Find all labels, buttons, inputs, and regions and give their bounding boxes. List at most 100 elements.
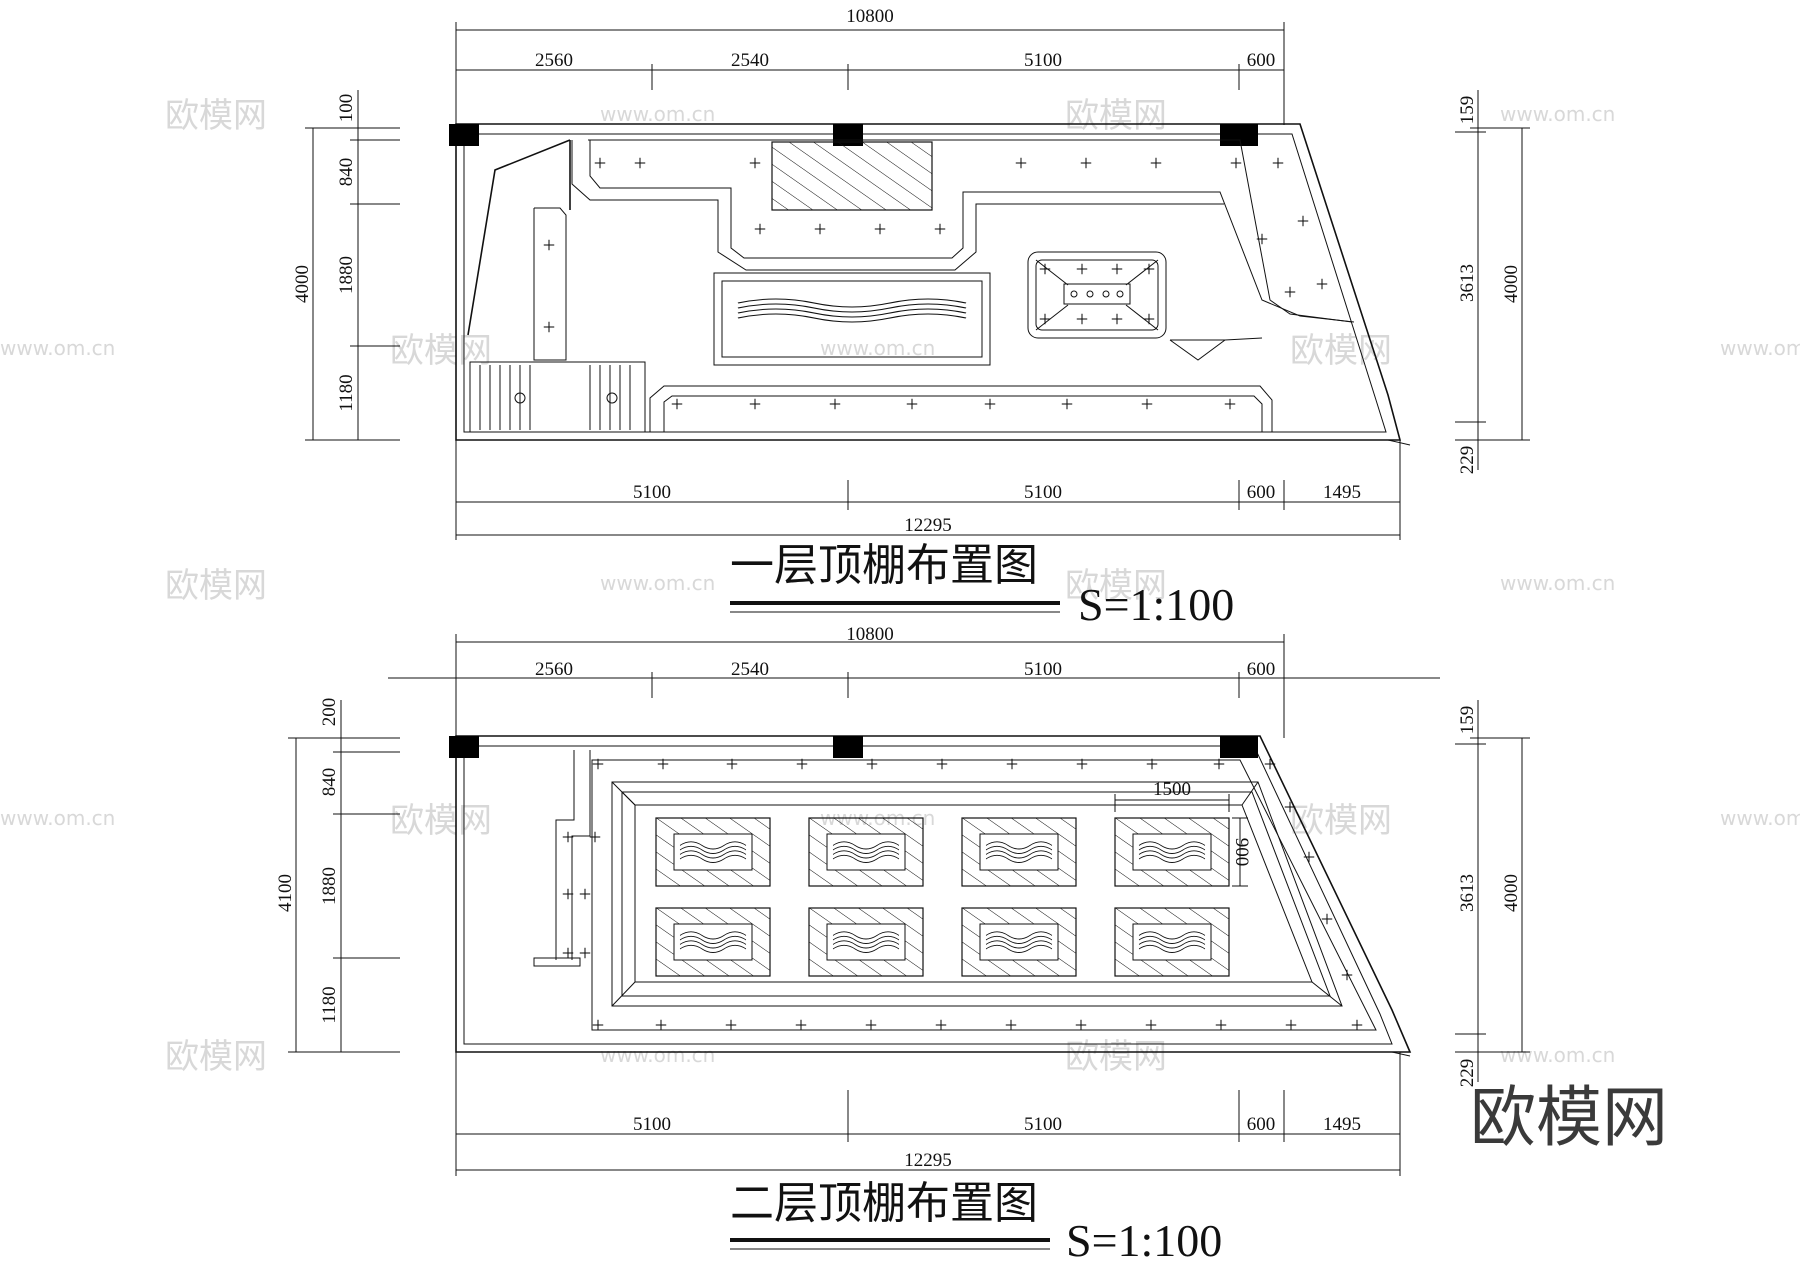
dim-top-seg: 600 bbox=[1247, 50, 1276, 71]
structural-column bbox=[1220, 736, 1258, 758]
watermark-url: www.om.cn bbox=[1720, 806, 1800, 830]
watermark-url: www.om.cn bbox=[1500, 571, 1615, 595]
dim-right-seg: 3613 bbox=[1457, 874, 1478, 912]
dim-top-seg: 2540 bbox=[731, 659, 769, 680]
floor1-plan: 10800 2560 2540 5100 600 4000 100 840 18… bbox=[292, 6, 1530, 630]
dim-bottom-seg: 600 bbox=[1247, 1114, 1276, 1135]
dim-top-total: 10800 bbox=[846, 624, 894, 645]
structural-column bbox=[833, 736, 863, 758]
floor1-bottom-dimensions: 5100 5100 600 1495 12295 bbox=[455, 440, 1401, 540]
dim-panel-width: 1500 bbox=[1153, 779, 1191, 800]
dim-left-seg: 840 bbox=[319, 768, 340, 797]
dim-right-seg: 229 bbox=[1457, 446, 1478, 475]
watermark-brand: 欧模网 bbox=[390, 331, 492, 371]
dim-bottom-seg: 5100 bbox=[1024, 482, 1062, 503]
ceiling-panel bbox=[655, 817, 771, 887]
watermark-url: www.om.cn bbox=[0, 336, 115, 360]
watermark-brand: 欧模网 bbox=[1065, 566, 1167, 606]
dim-top-total: 10800 bbox=[846, 6, 894, 27]
floor2-right-dimensions: 159 3613 229 4000 bbox=[1455, 700, 1530, 1087]
dim-top-seg: 600 bbox=[1247, 659, 1276, 680]
floor2-left-partition bbox=[533, 750, 591, 967]
dim-bottom-seg: 5100 bbox=[633, 482, 671, 503]
watermark-brand: 欧模网 bbox=[1065, 1037, 1167, 1077]
dim-left-seg: 100 bbox=[336, 94, 357, 123]
dim-top-seg: 2560 bbox=[535, 50, 573, 71]
dim-panel-height: 900 bbox=[1231, 838, 1252, 867]
dim-left-seg: 200 bbox=[319, 698, 340, 727]
floor2-downlights bbox=[562, 758, 1363, 1031]
watermark-brand: 欧模网 bbox=[1290, 801, 1392, 841]
floor1-top-dimensions: 10800 2560 2540 5100 600 bbox=[455, 6, 1285, 125]
dim-top-seg: 5100 bbox=[1024, 50, 1062, 71]
watermark-url: www.om.cn bbox=[0, 806, 115, 830]
dim-right-seg: 159 bbox=[1457, 96, 1478, 125]
floor2-left-dimensions: 4100 200 840 1880 1180 bbox=[275, 698, 400, 1053]
structural-column bbox=[1220, 124, 1258, 146]
dim-left-seg: 1180 bbox=[336, 374, 357, 411]
dim-right-seg: 3613 bbox=[1457, 264, 1478, 302]
floor2-bottom-dimensions: 5100 5100 600 1495 12295 bbox=[455, 1052, 1401, 1176]
floor1-downlights bbox=[543, 157, 1328, 410]
watermark-url: www.om.cn bbox=[600, 571, 715, 595]
floor1-title-block: 一层顶棚布置图 S=1:100 bbox=[730, 540, 1234, 630]
ceiling-panel bbox=[961, 907, 1077, 977]
dim-right-seg: 229 bbox=[1457, 1059, 1478, 1088]
dim-top-seg: 2560 bbox=[535, 659, 573, 680]
dim-bottom-seg: 5100 bbox=[1024, 1114, 1062, 1135]
floor1-left-dimensions: 4000 100 840 1880 1180 bbox=[292, 90, 400, 441]
watermark-corner-logo: 欧模网 bbox=[1470, 1079, 1668, 1156]
floor1-level-marker bbox=[1169, 339, 1227, 361]
dim-bottom-seg: 1495 bbox=[1323, 482, 1361, 503]
dim-left-seg: 1880 bbox=[336, 256, 357, 294]
floor1-chandelier bbox=[1027, 251, 1167, 339]
dim-left-seg: 1880 bbox=[319, 867, 340, 905]
ceiling-panel bbox=[1114, 817, 1230, 887]
dim-bottom-seg: 600 bbox=[1247, 482, 1276, 503]
structural-column bbox=[449, 124, 479, 146]
plan-title: 一层顶棚布置图 bbox=[730, 540, 1038, 591]
dim-top-seg: 5100 bbox=[1024, 659, 1062, 680]
dim-bottom-total: 12295 bbox=[904, 1150, 952, 1171]
dim-bottom-seg: 5100 bbox=[633, 1114, 671, 1135]
floor2-title-block: 二层顶棚布置图 S=1:100 bbox=[730, 1178, 1222, 1264]
dim-top-seg: 2540 bbox=[731, 50, 769, 71]
watermark-brand: 欧模网 bbox=[390, 801, 492, 841]
floor2-top-dimensions: 10800 2560 2540 5100 600 bbox=[388, 624, 1440, 738]
watermark-brand: 欧模网 bbox=[1065, 96, 1167, 136]
floor2-ceiling-panels bbox=[655, 817, 1230, 977]
ceiling-panel bbox=[961, 817, 1077, 887]
floor1-soffit-lower bbox=[649, 385, 1273, 432]
dim-bottom-seg: 1495 bbox=[1323, 1114, 1361, 1135]
watermark-brand: 欧模网 bbox=[165, 96, 267, 136]
floor1-stair-area bbox=[467, 139, 646, 433]
ceiling-panel bbox=[808, 907, 924, 977]
floor2-walls bbox=[449, 735, 1412, 1057]
watermark-url: www.om.cn bbox=[1500, 1043, 1615, 1067]
ceiling-panel bbox=[808, 817, 924, 887]
floor1-hatched-skylight bbox=[771, 141, 933, 211]
dim-left-total: 4100 bbox=[275, 874, 296, 912]
dim-bottom-total: 12295 bbox=[904, 515, 952, 536]
watermark-url: www.om.cn bbox=[1500, 102, 1615, 126]
watermark-brand: 欧模网 bbox=[1290, 331, 1392, 371]
watermark-url: www.om.cn bbox=[600, 102, 715, 126]
dim-right-total: 4000 bbox=[1501, 265, 1522, 303]
dim-left-total: 4000 bbox=[292, 265, 313, 303]
floor1-right-dimensions: 159 3613 229 4000 bbox=[1455, 90, 1530, 474]
floor2-plan: 10800 2560 2540 5100 600 4100 200 840 18… bbox=[275, 624, 1530, 1264]
floor2-panel-dimensions: 1500 900 bbox=[1114, 779, 1252, 887]
watermark-brand: 欧模网 bbox=[165, 1037, 267, 1077]
floor1-wave-panel bbox=[713, 272, 991, 366]
dim-right-seg: 159 bbox=[1457, 706, 1478, 735]
plan-scale: S=1:100 bbox=[1066, 1215, 1222, 1264]
ceiling-panel bbox=[655, 907, 771, 977]
watermark-url: www.om.cn bbox=[600, 1043, 715, 1067]
dim-left-seg: 840 bbox=[336, 158, 357, 187]
floor1-soffit-upper bbox=[571, 139, 1355, 323]
dim-left-seg: 1180 bbox=[319, 986, 340, 1023]
watermark-brand: 欧模网 bbox=[165, 566, 267, 606]
watermark-url: www.om.cn bbox=[1720, 336, 1800, 360]
watermark-url: www.om.cn bbox=[820, 336, 935, 360]
